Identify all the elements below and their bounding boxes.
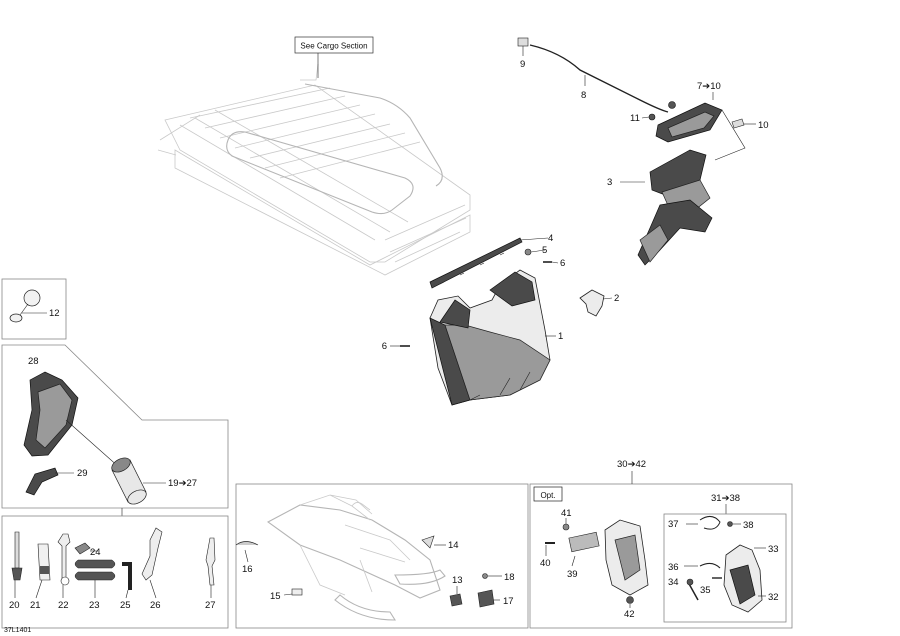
callout-7-10: 7➔10 <box>697 81 721 92</box>
callout-39: 39 <box>567 569 578 580</box>
callout-18: 18 <box>504 572 515 583</box>
callout-21: 21 <box>30 600 41 611</box>
reflector-icon <box>477 589 495 608</box>
leader <box>641 116 650 119</box>
callout-2: 2 <box>614 293 619 304</box>
strap-part <box>25 467 59 496</box>
hitch-pin-box <box>663 513 787 623</box>
callout-20: 20 <box>9 600 20 611</box>
flap-rail <box>429 237 523 289</box>
hitch-receiver <box>723 544 763 613</box>
taillight-housing <box>637 149 713 266</box>
snowmobile-ghost <box>266 494 446 621</box>
bracket-part <box>579 289 605 317</box>
callout-31-38: 31➔38 <box>711 493 740 504</box>
callout-5: 5 <box>542 245 547 256</box>
grommet-icon <box>668 101 676 109</box>
see-cargo-section-box <box>294 36 374 54</box>
callout-34: 34 <box>668 577 679 588</box>
leader <box>530 249 546 253</box>
callout-11: 11 <box>630 113 640 124</box>
callout-15: 15 <box>270 591 281 602</box>
callout-26: 26 <box>150 600 161 611</box>
taillight-lamp <box>655 102 723 143</box>
callout-32: 32 <box>768 592 779 603</box>
callout-29: 29 <box>77 468 88 479</box>
tool-bag-box <box>1 344 229 509</box>
connector-icon <box>517 37 529 47</box>
tool-kit-box <box>1 515 229 629</box>
callout-4: 4 <box>548 233 553 244</box>
leader <box>244 549 249 563</box>
snowmobile-box <box>235 483 529 629</box>
leader <box>602 297 613 300</box>
callout-28: 28 <box>28 356 39 367</box>
callout-9: 9 <box>520 59 525 70</box>
callout-30-42: 30➔42 <box>617 459 646 470</box>
decal-16 <box>235 541 259 546</box>
callout-19-27: 19➔27 <box>168 478 197 489</box>
callout-38: 38 <box>743 520 754 531</box>
clip-icon <box>699 516 721 530</box>
bulb-icon <box>731 118 745 129</box>
callout-23: 23 <box>89 600 100 611</box>
hitch-bracket <box>568 519 649 596</box>
option-box <box>529 483 793 629</box>
drawing-code: 37L1401 <box>4 627 31 634</box>
nut-icon <box>562 523 570 531</box>
callout-8: 8 <box>581 90 586 101</box>
pin-icon <box>699 562 721 569</box>
tool-kit-parts <box>11 527 216 590</box>
callout-16: 16 <box>242 564 253 575</box>
see-cargo-section-label: See Cargo Section <box>300 42 367 51</box>
callout-27: 27 <box>205 600 216 611</box>
grommet-icon <box>648 113 656 121</box>
leader <box>65 419 121 469</box>
callout-37: 37 <box>668 519 679 530</box>
leader <box>551 261 559 264</box>
decal-15 <box>291 588 303 596</box>
cotter-head <box>686 578 694 586</box>
mirror-box <box>1 278 67 340</box>
callout-12: 12 <box>49 308 60 319</box>
callout-41: 41 <box>561 508 572 519</box>
callout-40: 40 <box>540 558 551 569</box>
opt-label: Opt. <box>540 491 555 500</box>
callout-6: 6 <box>560 258 565 269</box>
tool-can-part <box>111 457 147 505</box>
callout-1: 1 <box>558 331 563 342</box>
mirror-part <box>9 289 41 323</box>
decal-13 <box>449 593 463 607</box>
callout-14: 14 <box>448 540 459 551</box>
tool-bag-part <box>23 371 79 457</box>
nut-icon <box>626 596 634 604</box>
callout-33: 33 <box>768 544 779 555</box>
leader <box>714 109 746 161</box>
callout-36: 36 <box>668 562 679 573</box>
leader <box>571 555 576 567</box>
callout-17: 17 <box>503 596 514 607</box>
callout-42: 42 <box>624 609 635 620</box>
opt-badge <box>533 486 563 502</box>
snow-flap-assembly <box>429 269 551 406</box>
callout-35: 35 <box>700 585 711 596</box>
nut-icon <box>727 521 733 527</box>
callout-3: 3 <box>607 177 612 188</box>
nut-icon <box>524 248 532 256</box>
wiring-harness <box>529 44 669 113</box>
leader <box>519 237 549 241</box>
callout-10: 10 <box>758 120 769 131</box>
callout-25: 25 <box>120 600 131 611</box>
leaders <box>14 579 212 599</box>
callout-24: 24 <box>90 547 101 558</box>
callout-22: 22 <box>58 600 69 611</box>
cargo-rack-ghost <box>157 63 471 276</box>
callout-6: 6 <box>382 341 387 352</box>
decal-14 <box>421 535 435 549</box>
leader <box>283 593 293 596</box>
callout-13: 13 <box>452 575 463 586</box>
rivet-icon <box>482 573 488 579</box>
